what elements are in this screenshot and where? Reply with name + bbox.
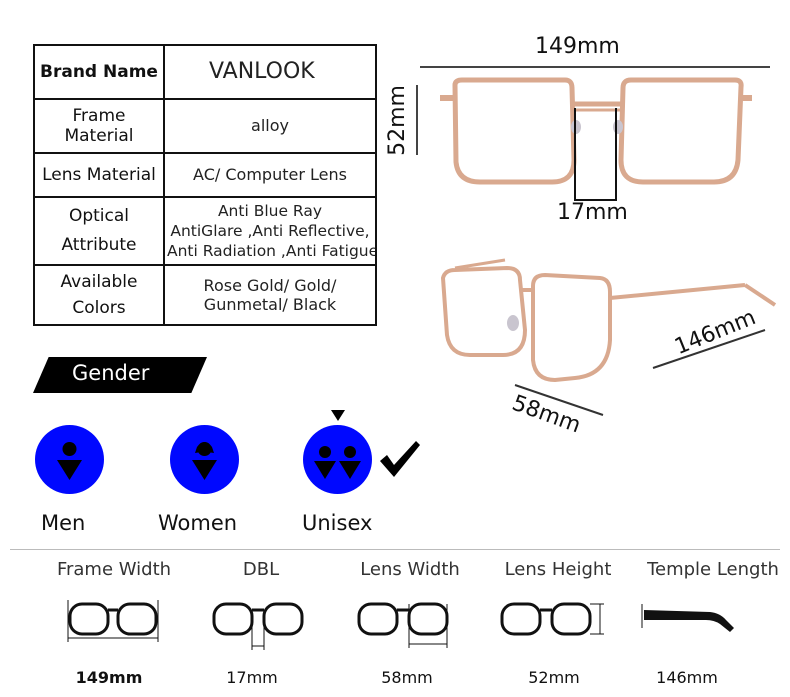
section-divider — [10, 549, 780, 550]
measure-value-dbl: 17mm — [226, 668, 278, 687]
lens-dimension-line — [514, 384, 604, 416]
angled-view-diagram — [440, 258, 777, 416]
optical-label: Optical Attribute — [33, 196, 165, 266]
selected-indicator-icon — [331, 410, 345, 421]
nose-pad-right — [613, 120, 623, 134]
spec-row-frame-material: Frame Material alloy — [33, 98, 377, 154]
angled-frame — [440, 258, 777, 383]
unisex-icon — [314, 446, 361, 479]
men-circle[interactable] — [35, 425, 104, 494]
optical-value: Anti Blue Ray AntiGlare ,Anti Reflective… — [163, 196, 377, 266]
lens-material-value: AC/ Computer Lens — [163, 152, 377, 198]
women-circle[interactable] — [170, 425, 239, 494]
bridge-dimension-text: 17mm — [557, 200, 628, 225]
front-view-diagram — [416, 66, 770, 201]
temple-length-icon — [641, 604, 734, 632]
frame-material-value: alloy — [163, 98, 377, 154]
angled-nose-pad — [507, 315, 519, 331]
measure-value-lens-width: 58mm — [381, 668, 433, 687]
measure-label-temple-length: Temple Length — [647, 559, 779, 580]
checkmark-icon — [380, 441, 420, 477]
lens-height-icon — [500, 602, 604, 636]
measure-label-lens-width: Lens Width — [360, 559, 460, 580]
measure-label-frame-width: Frame Width — [56, 559, 172, 580]
brand-label: Brand Name — [33, 44, 165, 100]
measure-label-dbl: DBL — [242, 559, 280, 580]
lens-material-label: Lens Material — [33, 152, 165, 198]
spec-table: Brand Name VANLOOK Frame Material alloy … — [33, 44, 377, 326]
colors-value: Rose Gold/ Gold/ Gunmetal/ Black — [163, 264, 377, 326]
dbl-icon — [212, 602, 304, 650]
bridge-dimension-line — [574, 108, 617, 201]
spec-row-brand: Brand Name VANLOOK — [33, 44, 377, 100]
spec-row-colors: Available Colors Rose Gold/ Gold/ Gunmet… — [33, 264, 377, 326]
height-dimension-text: 52mm — [384, 85, 410, 156]
unisex-circle[interactable] — [303, 425, 372, 494]
temple-dimension-line — [652, 329, 766, 369]
gender-label-unisex: Unisex — [302, 511, 373, 535]
gender-label-women: Women — [158, 511, 238, 535]
woman-icon — [192, 442, 217, 480]
frame-width-icon — [67, 600, 159, 642]
width-dimension-text: 149mm — [535, 34, 620, 59]
brand-value: VANLOOK — [163, 44, 377, 100]
spec-row-lens-material: Lens Material AC/ Computer Lens — [33, 152, 377, 198]
measure-value-lens-height: 52mm — [528, 668, 580, 687]
spec-row-optical: Optical Attribute Anti Blue Ray AntiGlar… — [33, 196, 377, 266]
gender-banner — [33, 357, 207, 393]
frame-material-label: Frame Material — [33, 98, 165, 154]
front-frame — [440, 77, 752, 185]
colors-label: Available Colors — [33, 264, 165, 326]
gender-label-men: Men — [41, 511, 86, 535]
measure-label-lens-height: Lens Height — [504, 559, 612, 580]
man-icon — [57, 442, 82, 480]
lens-width-icon — [357, 602, 449, 648]
measure-value-frame-width: 149mm — [75, 668, 143, 687]
gender-title: Gender — [72, 361, 150, 385]
measure-value-temple-length: 146mm — [656, 668, 718, 687]
